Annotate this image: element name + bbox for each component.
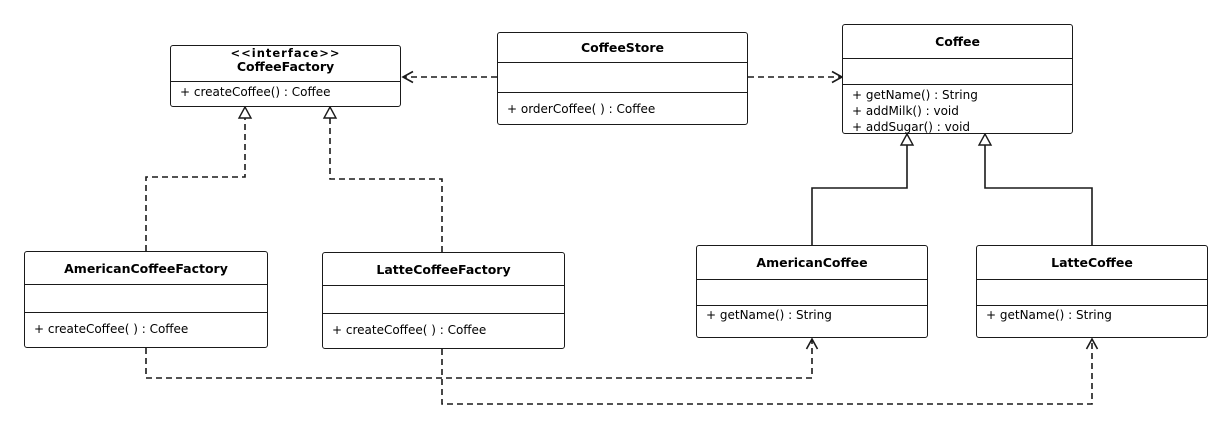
- relation-dependency: [145, 337, 819, 379]
- class-operations: + orderCoffee( ) : Coffee: [498, 93, 747, 117]
- class-attributes: [323, 286, 564, 314]
- relation-line: [811, 145, 908, 245]
- class-operation: + createCoffee( ) : Coffee: [332, 323, 487, 337]
- class-attributes: [843, 59, 1072, 85]
- class-name: LatteCoffeeFactory: [376, 261, 511, 277]
- hollow-arrowhead: [977, 132, 993, 146]
- relation-realization: [145, 105, 253, 251]
- class-coffee-factory[interactable]: <<interface>> CoffeeFactory + createCoff…: [170, 45, 401, 107]
- class-name: CoffeeFactory: [236, 59, 335, 74]
- class-header: LatteCoffee: [977, 246, 1207, 280]
- class-latte-coffee-factory[interactable]: LatteCoffeeFactory + createCoffee( ) : C…: [322, 252, 565, 349]
- class-header: CoffeeStore: [498, 33, 747, 63]
- class-operation: + addMilk() : void: [852, 104, 959, 118]
- relation-dependency: [748, 70, 844, 84]
- class-name: AmericanCoffee: [756, 255, 868, 270]
- class-attributes: [498, 63, 747, 93]
- hollow-arrowhead: [237, 105, 253, 119]
- hollow-arrowhead: [322, 105, 338, 119]
- relation-line: [145, 339, 813, 379]
- class-name: LatteCoffee: [1051, 255, 1133, 270]
- relation-line: [145, 118, 246, 251]
- relation-dependency: [401, 70, 497, 84]
- class-header: AmericanCoffee: [697, 246, 927, 280]
- relation-line: [984, 145, 1093, 245]
- class-operations: + createCoffee( ) : Coffee: [25, 313, 267, 337]
- class-operation: + createCoffee( ) : Coffee: [34, 322, 189, 336]
- class-operations: + createCoffee() : Coffee: [171, 82, 400, 100]
- open-arrowhead: [805, 337, 819, 350]
- relation-dependency: [441, 337, 1099, 405]
- class-operations: + createCoffee( ) : Coffee: [323, 314, 564, 338]
- open-arrowhead: [1085, 337, 1099, 350]
- relation-line: [441, 339, 1093, 405]
- relation-generalization: [977, 132, 1093, 245]
- hollow-arrowhead: [899, 132, 915, 146]
- class-operation: + orderCoffee( ) : Coffee: [507, 102, 656, 116]
- class-operation: + addSugar() : void: [852, 120, 971, 134]
- class-name: AmericanCoffeeFactory: [64, 260, 228, 276]
- class-operations: + getName() : String: [977, 306, 1207, 323]
- class-attributes: [697, 280, 927, 306]
- class-header: LatteCoffeeFactory: [323, 253, 564, 286]
- class-american-coffee[interactable]: AmericanCoffee + getName() : String: [696, 245, 928, 338]
- class-operation: + createCoffee() : Coffee: [180, 85, 331, 99]
- open-arrowhead: [401, 70, 414, 84]
- class-attributes: [25, 285, 267, 313]
- class-operation: + getName() : String: [852, 88, 978, 102]
- class-name: CoffeeStore: [580, 40, 665, 55]
- class-operations: + getName() : String: [697, 306, 927, 323]
- class-operation: + getName() : String: [986, 308, 1112, 322]
- class-coffee-store[interactable]: CoffeeStore + orderCoffee( ) : Coffee: [497, 32, 748, 125]
- class-coffee[interactable]: Coffee + getName() : String + addMilk() …: [842, 24, 1073, 134]
- class-header: <<interface>> CoffeeFactory: [171, 46, 400, 82]
- class-latte-coffee[interactable]: LatteCoffee + getName() : String: [976, 245, 1208, 338]
- class-american-coffee-factory[interactable]: AmericanCoffeeFactory + createCoffee( ) …: [24, 251, 268, 348]
- class-header: AmericanCoffeeFactory: [25, 252, 267, 285]
- class-attributes: [977, 280, 1207, 306]
- class-stereotype: <<interface>>: [230, 46, 341, 60]
- class-name: Coffee: [935, 34, 980, 49]
- relation-generalization: [811, 132, 915, 245]
- relation-line: [329, 118, 443, 252]
- class-header: Coffee: [843, 25, 1072, 59]
- class-operations: + getName() : String + addMilk() : void …: [843, 85, 1072, 135]
- class-operation: + getName() : String: [706, 308, 832, 322]
- relation-realization: [322, 105, 443, 252]
